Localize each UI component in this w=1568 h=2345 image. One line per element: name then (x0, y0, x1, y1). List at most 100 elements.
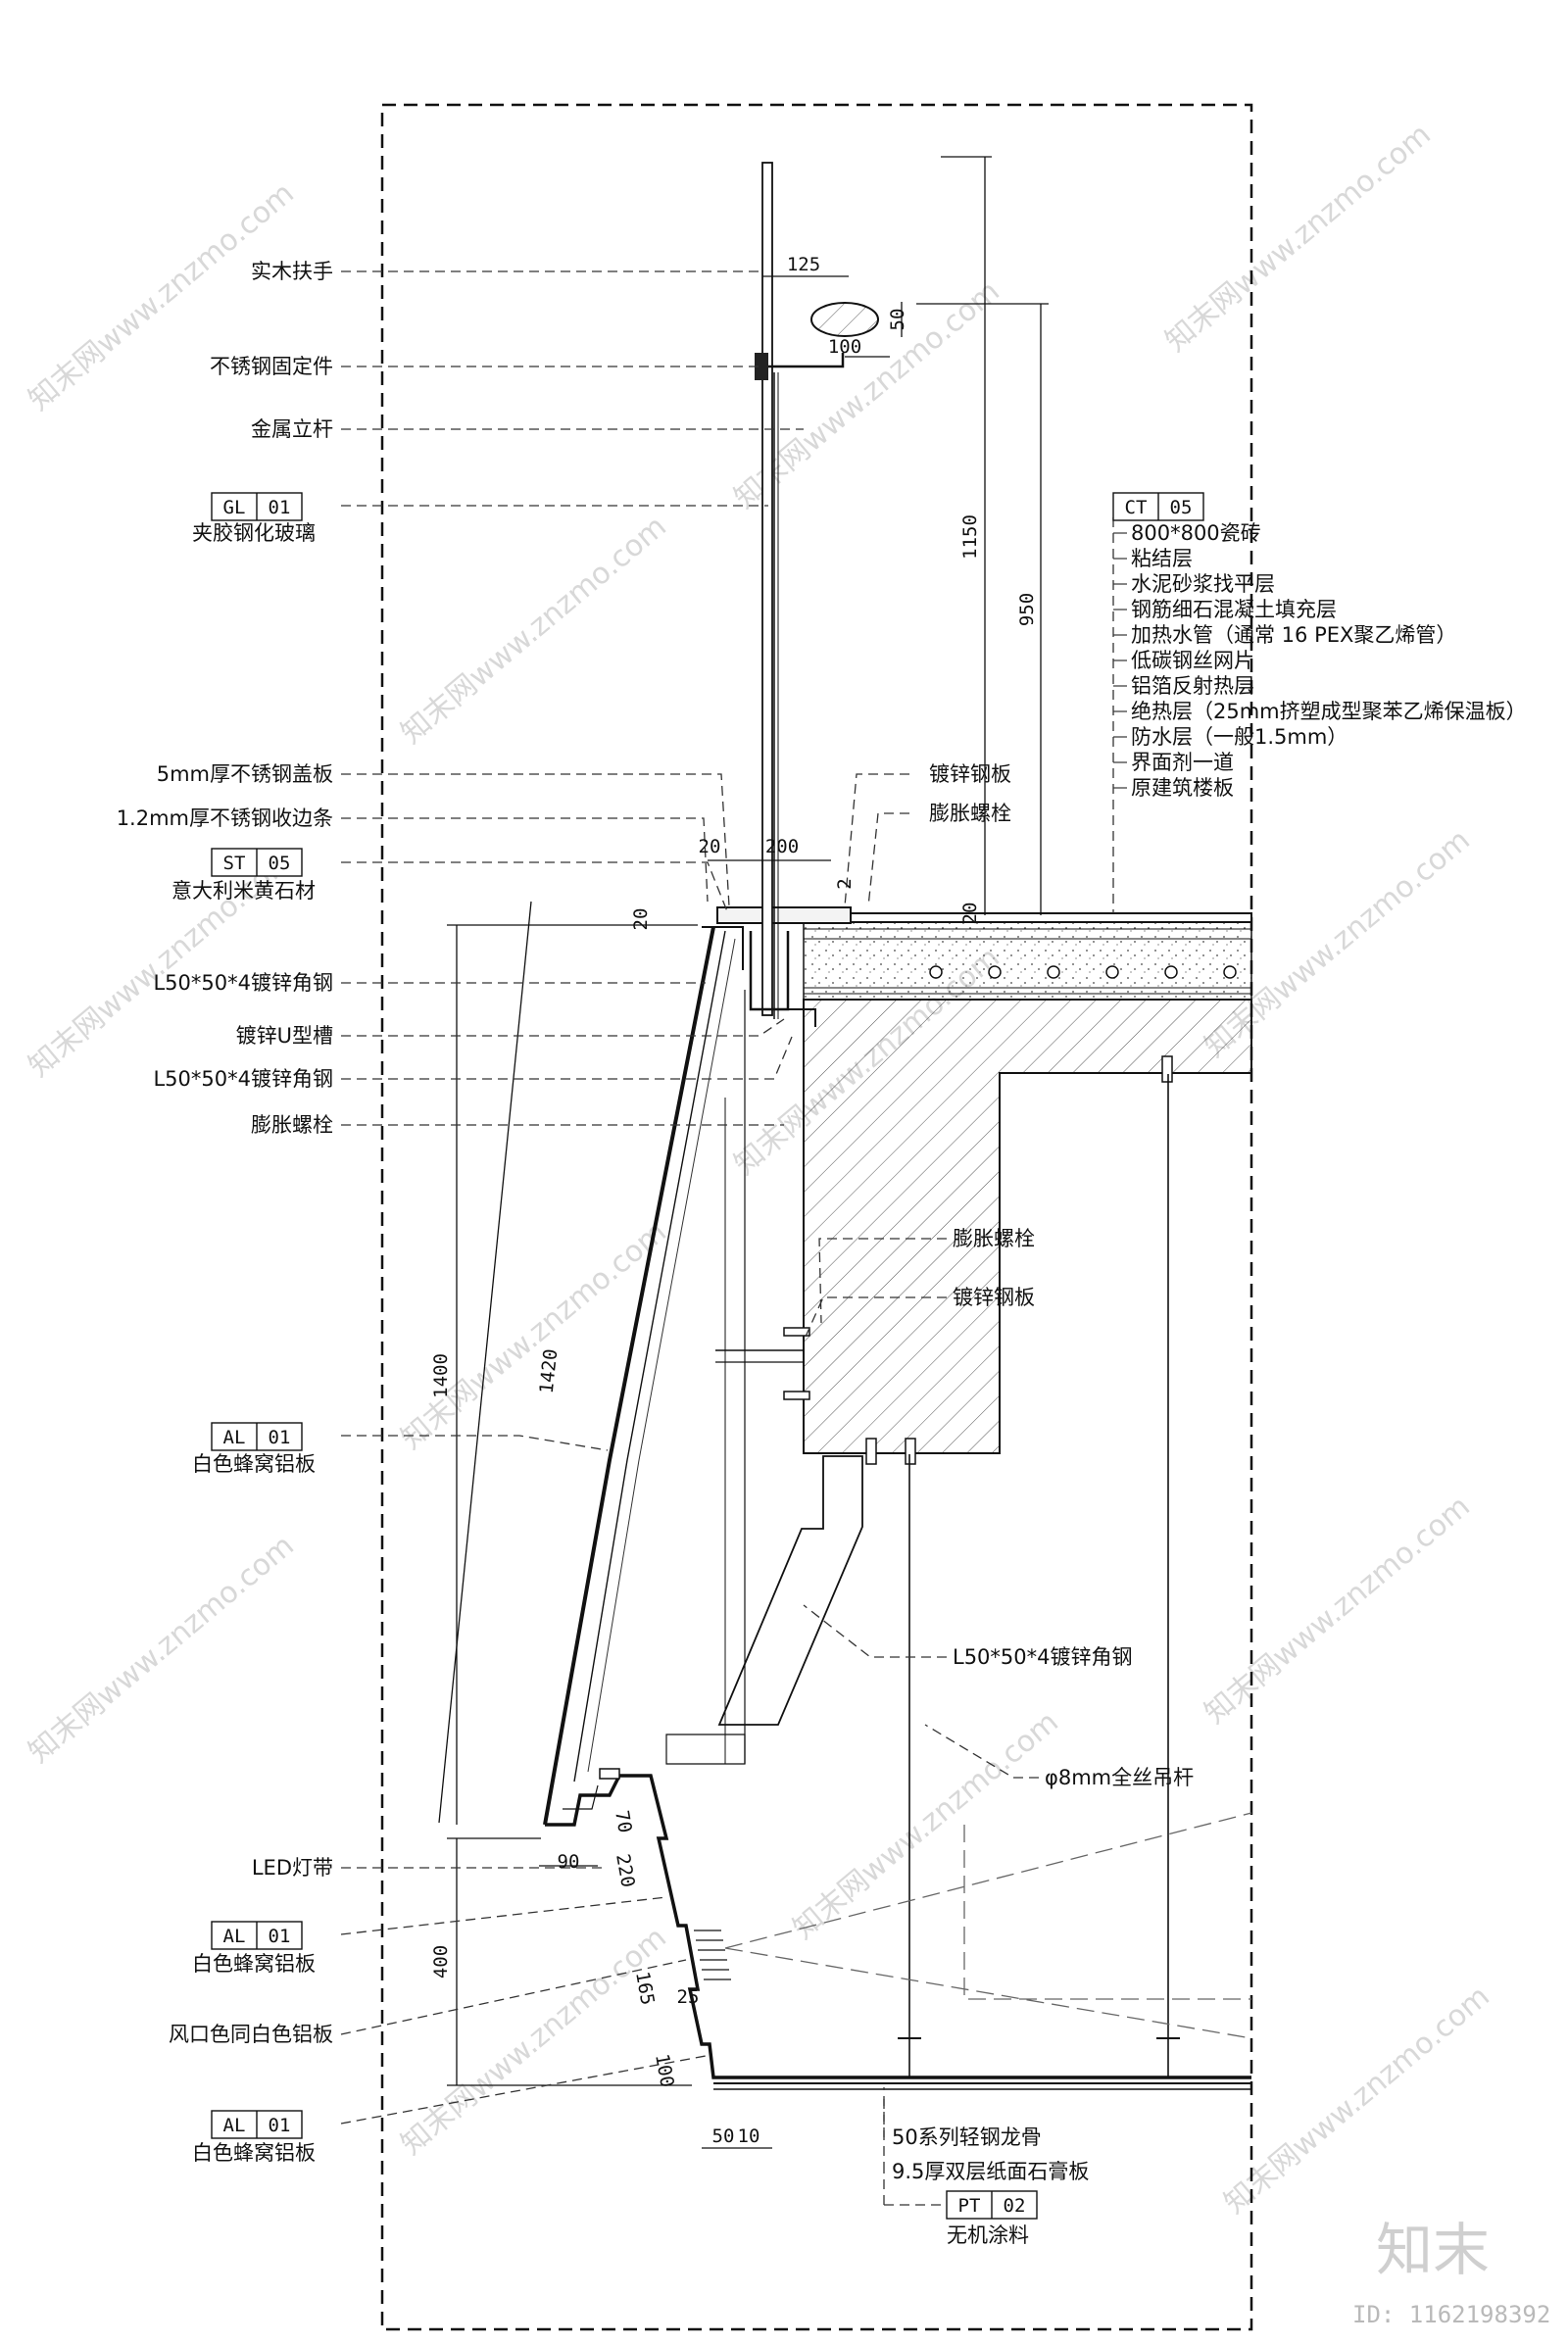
floor-layer-item: 界面剂一道 (1131, 751, 1234, 774)
dim-50: 50 (887, 309, 908, 331)
label-u-channel: 镀锌U型槽 (236, 1024, 333, 1048)
dim-1400: 1400 (430, 1353, 452, 1398)
dim-10-bot: 10 (738, 2125, 760, 2147)
dim-200: 200 (765, 836, 799, 857)
u-channel-shape (749, 931, 790, 1011)
dim-1420: 1420 (536, 1347, 563, 1394)
led-strip (599, 1768, 620, 1780)
material-tag-stone: ST 05 (211, 848, 303, 877)
label-bolt-top: 膨胀螺栓 (929, 802, 1011, 825)
material-tag-al-1: AL 01 (211, 1422, 303, 1451)
heating-pipes (929, 965, 1237, 979)
svg-text:AL: AL (223, 1926, 246, 1947)
floor-layer-item: 铝箔反射热层 (1131, 674, 1254, 698)
dim-70: 70 (611, 1809, 636, 1834)
dimension-texts: 125 50 100 1150 950 20 200 2 20 20 1420 … (430, 254, 1038, 2147)
handrail-shape (810, 302, 879, 337)
dim-90: 90 (558, 1851, 580, 1873)
bottom-labels: 50系列轻钢龙骨 9.5厚双层纸面石膏板 PT 02 无机涂料 (892, 2125, 1089, 2247)
svg-text:ST: ST (223, 853, 246, 874)
dim-100-bot: 100 (651, 2052, 678, 2089)
floor-layer-item: 防水层（一般1.5mm） (1131, 725, 1348, 749)
floor-layer-item: 绝热层（25mm挤塑成型聚苯乙烯保温板） (1131, 700, 1527, 723)
label-galv-plate-mid: 镀锌钢板 (953, 1286, 1035, 1309)
dim-125: 125 (787, 254, 820, 275)
label-galv-plate-top: 镀锌钢板 (929, 762, 1011, 786)
svg-text:01: 01 (269, 1427, 291, 1448)
floor-tag-code: CT (1125, 497, 1148, 518)
stone-cap (716, 906, 852, 924)
floor-layer-item: 粘结层 (1131, 547, 1193, 570)
left-labels: 实木扶手 不锈钢固定件 金属立杆 GL 01 夹胶钢化玻璃 5mm厚不锈钢盖板 … (117, 260, 333, 2165)
label-gypsum: 9.5厚双层纸面石膏板 (892, 2160, 1089, 2183)
glass-panel (761, 162, 773, 1016)
label-metal-post: 金属立杆 (251, 417, 333, 441)
material-tag-glass: GL 01 (211, 492, 303, 521)
svg-text:01: 01 (269, 2115, 291, 2136)
label-ss-cover: 5mm厚不锈钢盖板 (157, 762, 333, 786)
material-tag-al-3: AL 01 (211, 2110, 303, 2139)
watermark-text: 知末网www.znzmo.com (1159, 118, 1438, 359)
label-angle-lower: L50*50*4镀锌角钢 (953, 1645, 1133, 1669)
aluminum-fascia (543, 926, 715, 1826)
label-angle-1: L50*50*4镀锌角钢 (153, 971, 333, 995)
inner-labels: 镀锌钢板 膨胀螺栓 膨胀螺栓 镀锌钢板 L50*50*4镀锌角钢 φ8mm全丝吊… (929, 762, 1194, 1789)
ss-fixing-plate (755, 353, 768, 380)
floor-layer-callout: CT 05 800*800瓷砖粘结层水泥砂浆找平层钢筋细石混凝土填充层加热水管（… (1112, 492, 1527, 800)
dim-20-c: 20 (630, 908, 652, 931)
svg-text:AL: AL (223, 1427, 246, 1448)
label-bolt-left: 膨胀螺栓 (251, 1113, 333, 1137)
label-al-3: 白色蜂窝铝板 (192, 2141, 316, 2165)
svg-text:GL: GL (223, 497, 246, 518)
label-hanger: φ8mm全丝吊杆 (1045, 1766, 1194, 1789)
floor-layer-item: 原建筑楼板 (1131, 776, 1234, 800)
svg-text:AL: AL (223, 2115, 246, 2136)
svg-text:01: 01 (269, 497, 291, 518)
label-glass: 夹胶钢化玻璃 (192, 521, 316, 545)
dim-25: 25 (677, 1986, 700, 2008)
label-al-2: 白色蜂窝铝板 (192, 1952, 316, 1976)
dim-1150: 1150 (959, 514, 981, 560)
label-al-1: 白色蜂窝铝板 (192, 1452, 316, 1476)
label-led: LED灯带 (252, 1856, 333, 1880)
dim-20-b: 20 (959, 903, 981, 925)
drawing-frame (380, 103, 1253, 2331)
anchor-bolts (783, 1055, 1173, 1465)
svg-text:02: 02 (1004, 2195, 1026, 2217)
dim-20-a: 20 (699, 836, 721, 857)
svg-text:01: 01 (269, 1926, 291, 1947)
label-ss-trim: 1.2mm厚不锈钢收边条 (117, 806, 333, 830)
watermark-layer: 知末网www.znzmo.com 知末网www.znzmo.com 知末网www.z… (23, 118, 1496, 2221)
dim-2: 2 (834, 878, 856, 889)
material-tag-paint: PT 02 (946, 2190, 1038, 2220)
svg-text:PT: PT (958, 2195, 981, 2217)
dim-220: 220 (612, 1852, 639, 1889)
watermark-text: 知末网www.znzmo.com (395, 510, 673, 751)
handrail-bracket (755, 353, 845, 368)
label-bolt-mid: 膨胀螺栓 (953, 1227, 1035, 1250)
dim-400: 400 (430, 1945, 452, 1979)
floor-layer-item: 钢筋细石混凝土填充层 (1131, 598, 1337, 621)
dim-165: 165 (631, 1970, 659, 2007)
svg-text:05: 05 (269, 853, 291, 874)
watermark-text: 知末网www.znzmo.com (395, 1215, 673, 1456)
dim-950: 950 (1016, 593, 1038, 626)
label-angle-2: L50*50*4镀锌角钢 (153, 1067, 333, 1091)
label-handrail: 实木扶手 (251, 260, 333, 283)
vent-grille (694, 1930, 731, 1980)
air-throw-cone (724, 1812, 1252, 2039)
floor-layer-item: 加热水管（通常 16 PEX聚乙烯管） (1131, 623, 1456, 647)
watermark-text: 知末网www.znzmo.com (23, 1529, 301, 1770)
dim-50-bot: 50 (712, 2125, 735, 2147)
watermark-text: 知末网www.znzmo.com (1199, 1490, 1477, 1731)
leader-lines (340, 270, 1114, 2206)
floor-buildup (803, 920, 1252, 1001)
image-id-text: ID: 1162198392 (1352, 2301, 1550, 2328)
label-paint: 无机涂料 (947, 2223, 1029, 2247)
floor-layer-item: 800*800瓷砖 (1131, 521, 1261, 545)
dim-100-top: 100 (828, 336, 861, 358)
aluminum-fascia-inner (573, 930, 726, 1783)
